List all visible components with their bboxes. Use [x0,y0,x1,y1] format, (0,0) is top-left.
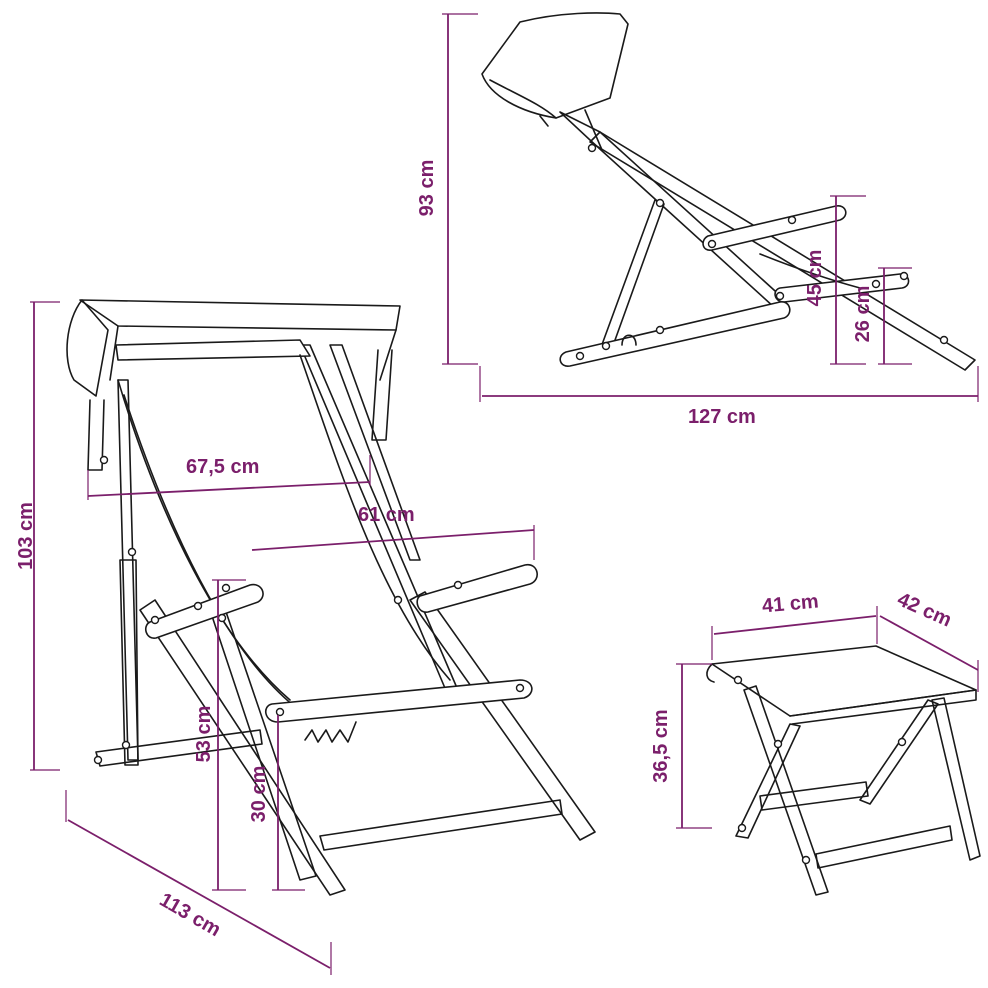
deck-chair-side-view [481,12,976,371]
deck-chair-front-view [66,299,596,896]
side-length-label: 127 cm [688,406,756,428]
stool-width-label: 41 cm [761,590,820,618]
chair-height-label: 103 cm [15,502,37,570]
side-arm-height-label: 45 cm [804,249,826,307]
side-height-label: 93 cm [416,159,438,217]
side-view-dimension-lines [442,13,979,402]
armrest-height-label: 53 cm [193,705,215,763]
seat-width-label: 61 cm [358,504,415,526]
chair-width-label: 67,5 cm [186,456,260,478]
side-seat-height-label: 26 cm [852,285,874,343]
stool-height-label: 36,5 cm [650,709,672,783]
footstool [706,645,981,896]
seat-height-label: 30 cm [248,765,270,823]
front-view-dimension-lines [30,301,535,975]
stool-dimension-lines [676,606,979,829]
